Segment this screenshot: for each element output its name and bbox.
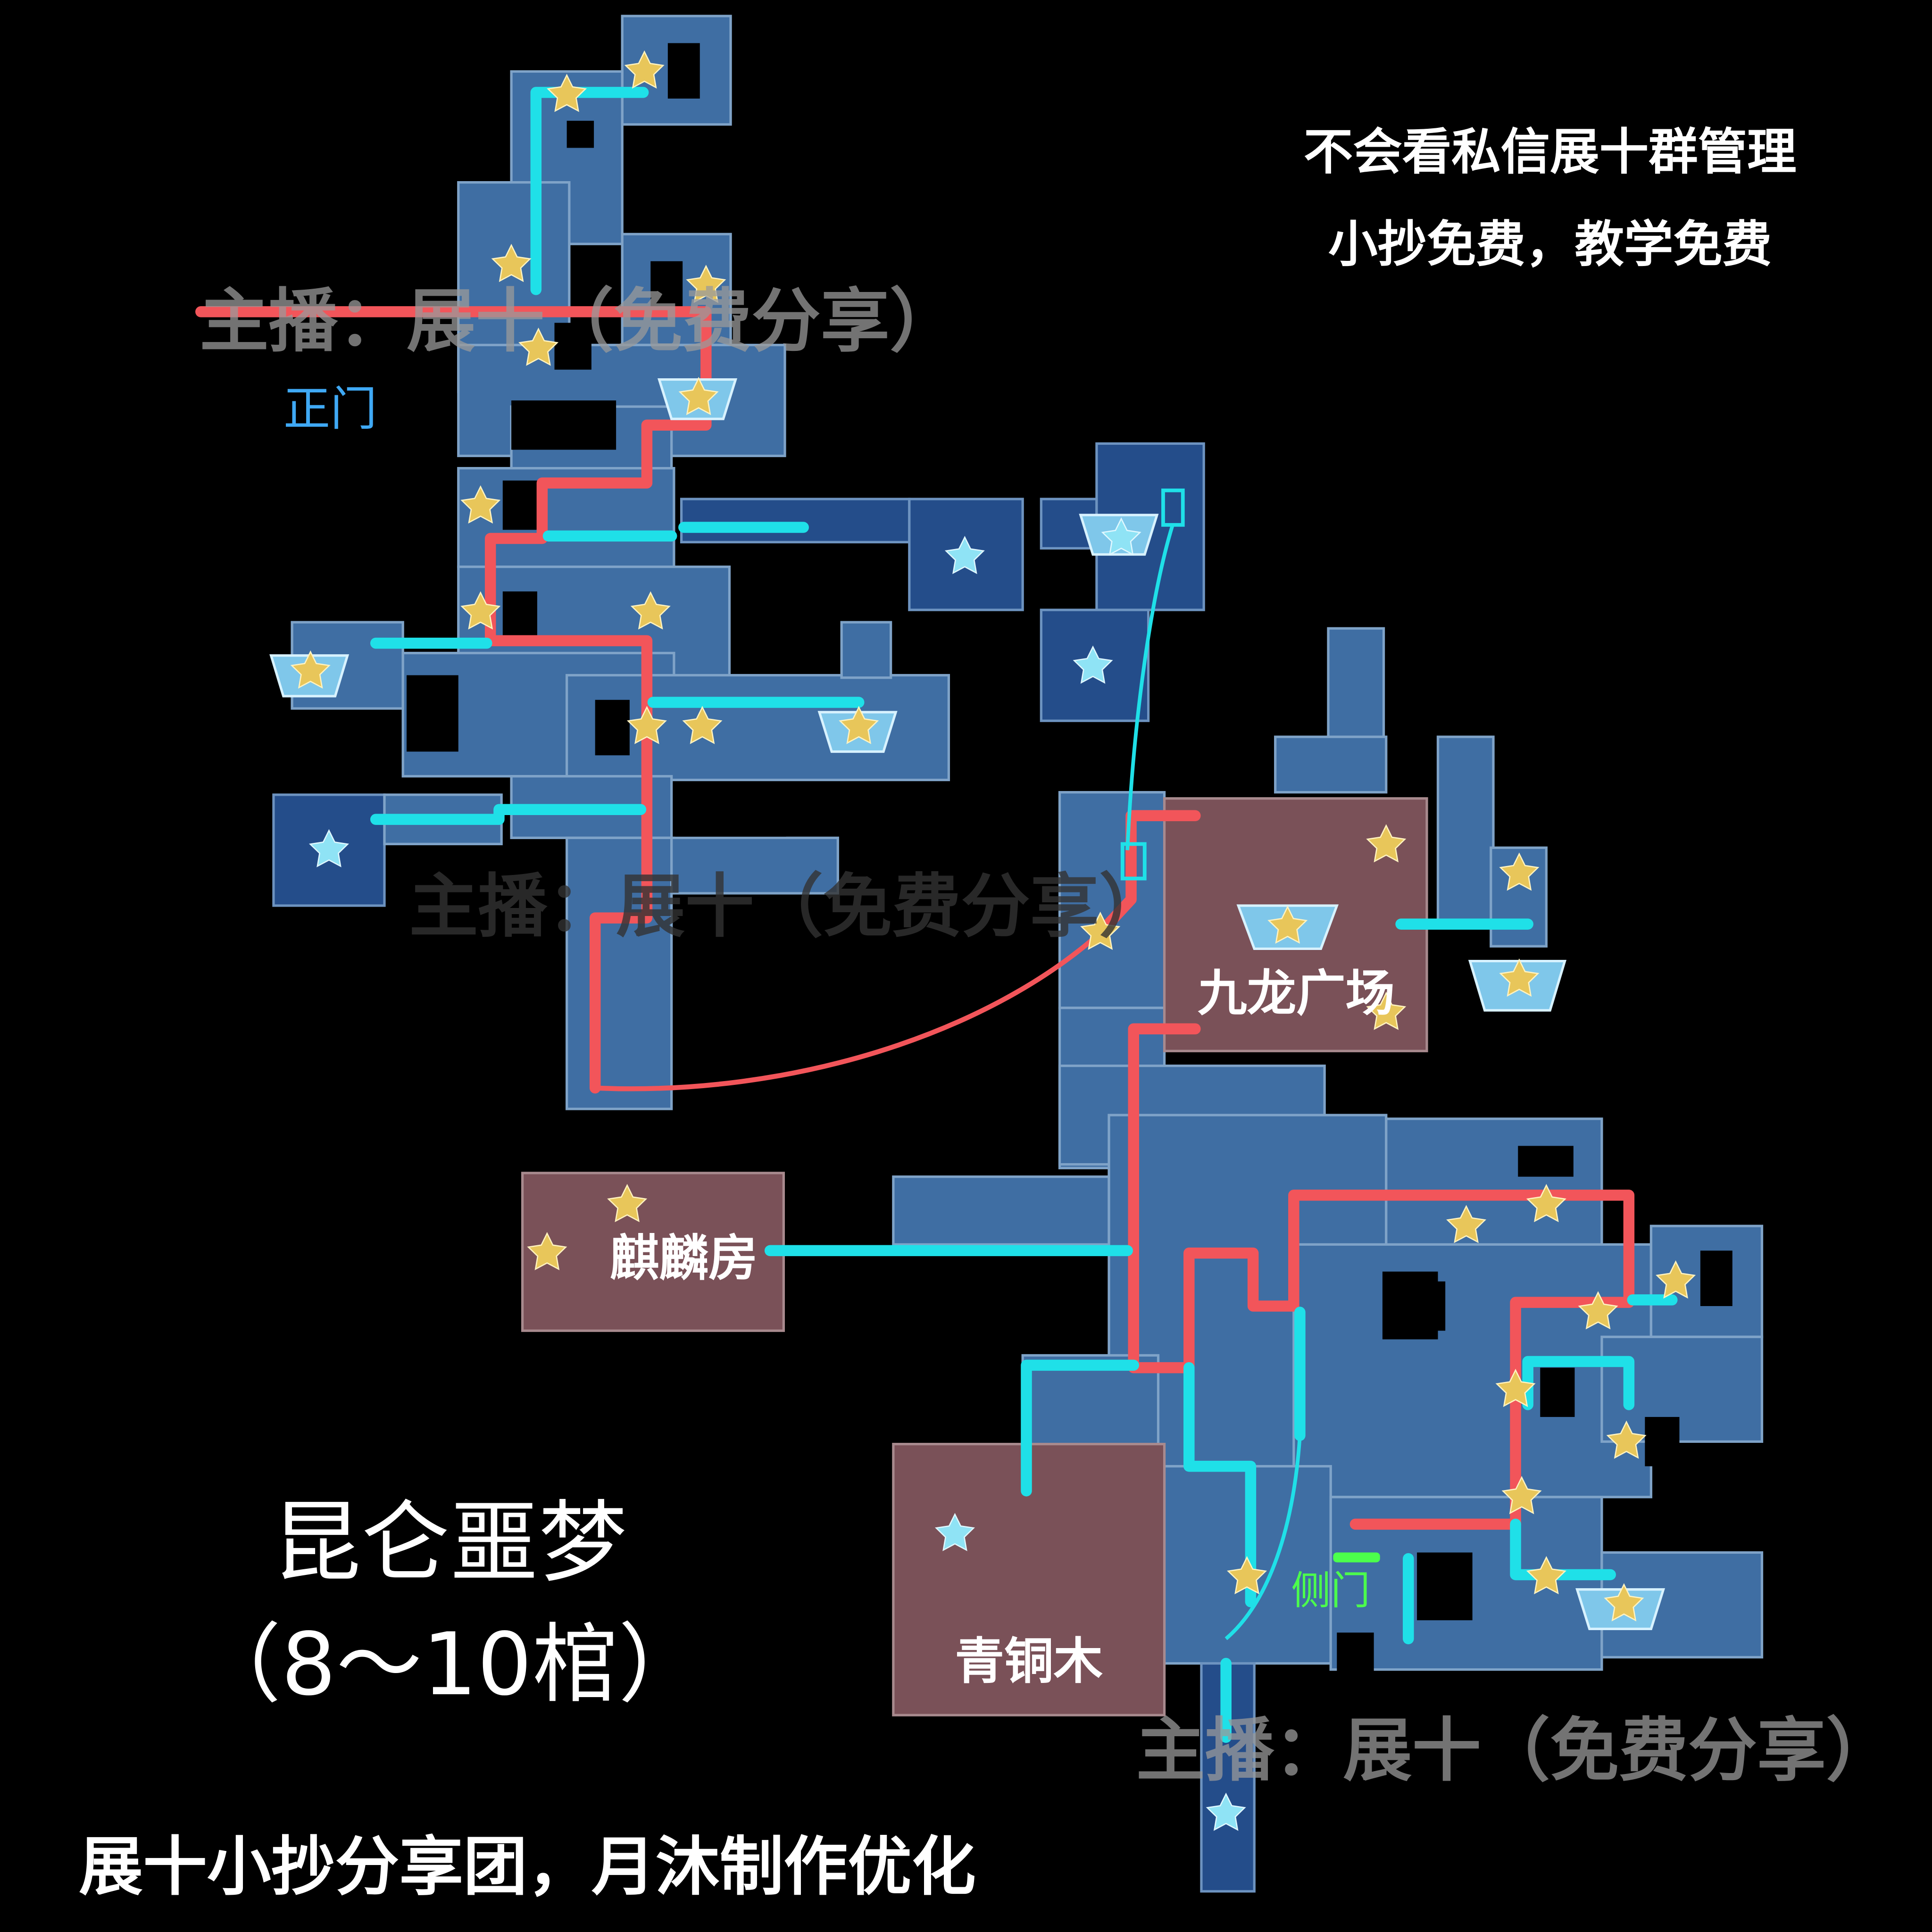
watermark-bottom: 主播：展十（免费分享） (1136, 1711, 1895, 1791)
map-subtitle: （8～10棺） (195, 1615, 704, 1715)
annotations: 不会看私信展十群管理 小抄免费，教学免费 昆仑噩梦 （8～10棺） 展十小抄分享… (79, 123, 1796, 1905)
nine-dragon-square-label: 九龙广场 (1198, 965, 1395, 1022)
bronze-tree-label: 青铜木 (955, 1632, 1103, 1690)
watermark-top: 主播：展十（免费分享） (200, 281, 958, 361)
side-gate-label: 侧门 (1291, 1567, 1370, 1614)
location-labels: 正门 侧门 九龙广场 麒麟房 青铜木 (283, 382, 1395, 1690)
main-gate-label: 正门 (283, 382, 377, 436)
notice-line-2: 小抄免费，教学免费 (1328, 216, 1772, 273)
watermarks: 主播：展十（免费分享） 主播：展十（免费分享） 主播：展十（免费分享） (200, 281, 1895, 1790)
notice-line-1: 不会看私信展十群管理 (1304, 123, 1797, 181)
map-title: 昆仑噩梦 (272, 1491, 627, 1595)
qilin-room-label: 麒麟房 (610, 1230, 758, 1287)
cyan-route (370, 87, 1678, 1743)
watermark-middle: 主播：展十（免费分享） (409, 866, 1168, 947)
red-route (195, 306, 1635, 1530)
qilin-room (521, 1172, 785, 1332)
credit-text: 展十小抄分享团，月沐制作优化 (79, 1830, 976, 1905)
